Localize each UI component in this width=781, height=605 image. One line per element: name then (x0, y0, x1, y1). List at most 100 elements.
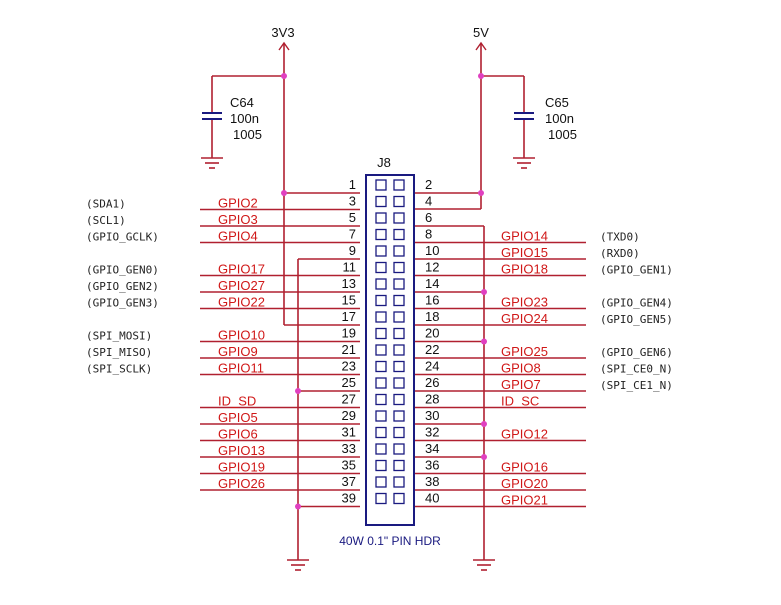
connector-ref: J8 (377, 155, 391, 170)
pad-odd (375, 492, 387, 505)
pad-odd (375, 294, 387, 307)
pin-number-odd: 9 (349, 243, 356, 258)
cap-value: 100n (230, 111, 259, 126)
cap-package: 1005 (548, 127, 577, 142)
pad-even (393, 179, 405, 191)
junction-dot (295, 503, 301, 510)
cap-package: 1005 (233, 127, 262, 142)
right-function-label: (GPIO_GEN1) (600, 264, 673, 277)
capacitor-c64: C64 100n 1005 (230, 95, 262, 142)
pin-number-odd: 11 (343, 260, 357, 275)
pin-number-even: 34 (425, 441, 439, 456)
left-function-label: (SPI_SCLK) (86, 363, 152, 376)
pin-number-even: 22 (425, 342, 439, 357)
pin-number-odd: 13 (342, 276, 356, 291)
cap-ref: C65 (545, 95, 569, 110)
pin-number-even: 6 (425, 210, 432, 225)
pad-even (393, 195, 405, 208)
pin-number-even: 2 (425, 177, 432, 192)
pad-even (393, 344, 405, 356)
left-function-label: (SCL1) (86, 214, 126, 227)
pad-odd (375, 212, 387, 224)
pin-number-odd: 23 (342, 359, 356, 374)
pin-row: 27 28 ID_SD ID_SC (218, 392, 539, 409)
right-net-label: GPIO7 (501, 377, 541, 392)
pad-even (393, 261, 405, 274)
pad-odd (375, 426, 387, 439)
pin-number-odd: 15 (342, 293, 356, 308)
wires (200, 43, 586, 560)
pad-even (393, 393, 405, 406)
left-net-label: GPIO11 (218, 361, 264, 376)
pin-number-even: 4 (425, 194, 432, 209)
junction-dot (481, 454, 487, 460)
right-net-label: GPIO14 (501, 229, 548, 244)
right-net-label: GPIO25 (501, 344, 548, 359)
pad-odd (375, 327, 387, 340)
pad-odd (375, 360, 387, 373)
pad-odd (375, 195, 387, 208)
pin-number-even: 30 (425, 408, 439, 423)
symbols (201, 41, 535, 571)
right-net-label: GPIO23 (501, 295, 548, 310)
right-net-label: GPIO12 (501, 427, 548, 442)
pin-number-odd: 25 (342, 375, 356, 390)
pad-even (393, 311, 405, 323)
left-net-label: GPIO26 (218, 476, 265, 491)
pin-number-odd: 39 (342, 491, 356, 506)
capacitor-symbol (514, 112, 534, 120)
pad-even (393, 459, 405, 472)
pad-odd (375, 410, 387, 422)
pin-number-odd: 31 (342, 425, 356, 440)
right-net-label: GPIO15 (501, 245, 548, 260)
left-net-label: GPIO19 (218, 460, 265, 475)
junction-dot (478, 190, 484, 196)
pad-odd (375, 393, 387, 406)
junction-dot (481, 338, 487, 345)
junction-dot (281, 190, 287, 196)
header-body (365, 174, 415, 526)
ground-symbol (473, 559, 495, 571)
pin-number-even: 16 (425, 293, 439, 308)
pad-even (393, 245, 405, 257)
pad-even (393, 360, 405, 373)
pin-number-even: 24 (425, 359, 439, 374)
connector-description: 40W 0.1" PIN HDR (339, 534, 441, 548)
pin-number-odd: 19 (342, 326, 356, 341)
pin-number-even: 28 (425, 392, 439, 407)
left-net-label: ID_SD (218, 394, 256, 409)
right-net-label: ID_SC (501, 394, 539, 409)
pad-even (393, 492, 405, 505)
right-net-label: GPIO24 (501, 311, 548, 326)
pin-number-even: 40 (425, 491, 439, 506)
left-function-label: (SPI_MISO) (86, 346, 152, 359)
pad-odd (375, 245, 387, 257)
pad-even (393, 278, 405, 290)
junction-dot (481, 421, 487, 427)
pad-even (393, 443, 405, 455)
pin-number-odd: 33 (342, 441, 356, 456)
power-label-3v3: 3V3 (271, 25, 294, 40)
pad-odd (375, 377, 387, 389)
left-net-label: GPIO27 (218, 278, 265, 293)
pin-number-odd: 7 (349, 227, 356, 242)
junction-dot (478, 73, 484, 79)
right-function-label: (TXD0) (600, 231, 640, 244)
pin-number-even: 36 (425, 458, 439, 473)
pin-number-even: 26 (425, 375, 439, 390)
ground-symbol (513, 157, 535, 169)
pin-number-odd: 27 (342, 392, 356, 407)
junction-dot (281, 73, 287, 79)
